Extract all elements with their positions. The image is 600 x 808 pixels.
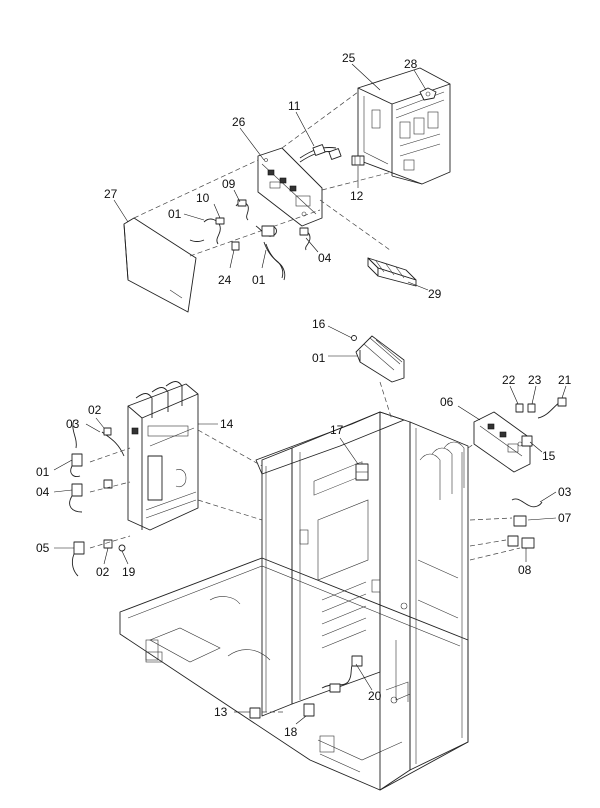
callout-25: 25 [342,51,356,65]
callout-18: 18 [284,725,298,739]
callout-11: 11 [288,99,301,113]
callout-20: 20 [368,689,382,703]
callout-19: 19 [122,565,136,579]
assembly-guides-lower [197,381,393,521]
callout-02-top: 02 [88,403,102,417]
callout-02-bottom: 02 [96,565,110,579]
callout-06: 06 [440,395,454,409]
callout-10: 10 [196,191,210,205]
callout-22: 22 [502,373,516,387]
callout-21: 21 [558,373,572,387]
callout-07: 07 [558,511,572,525]
cover-panel [123,217,197,313]
ramp-guide [351,335,405,383]
circuit-board [257,147,323,227]
bottom-small-parts [249,703,315,719]
clip-part [419,87,437,101]
right-small-parts [469,397,567,561]
callout-13: 13 [214,705,228,719]
housing-box [357,67,451,185]
callout-04-left: 04 [36,485,50,499]
left-small-parts [69,419,131,577]
callout-16: 16 [312,317,326,331]
assembly-guides-upper [133,91,393,257]
module-housing [127,381,199,531]
callout-01-lower: 01 [252,273,266,287]
callout-24: 24 [218,273,232,287]
callout-26: 26 [232,115,246,129]
callout-17: 17 [330,423,344,437]
cable-harness [299,144,342,163]
main-frame [119,411,469,791]
callout-14: 14 [220,417,234,431]
callout-01-left: 01 [36,465,50,479]
frame-harness [321,655,363,693]
side-board [467,411,531,473]
connector-strip [367,257,417,287]
connector-part [351,155,365,166]
harness-small-parts [189,199,311,281]
frame-block [355,463,369,481]
leader-lines [53,63,567,725]
callout-27: 27 [104,187,118,201]
callout-15: 15 [542,449,556,463]
callout-03-right: 03 [558,485,572,499]
callout-labels: 25 28 11 26 12 27 09 10 01 24 01 04 29 1… [36,51,572,739]
callout-01-mid: 01 [312,351,326,365]
callout-01-top: 01 [168,207,182,221]
callout-03-left: 03 [66,417,80,431]
callout-28: 28 [404,57,418,71]
callout-29: 29 [428,287,442,301]
callout-23: 23 [528,373,542,387]
callout-09: 09 [222,177,236,191]
callout-04-top: 04 [318,251,332,265]
callout-08: 08 [518,563,532,577]
callout-05: 05 [36,541,50,555]
callout-12: 12 [350,189,364,203]
